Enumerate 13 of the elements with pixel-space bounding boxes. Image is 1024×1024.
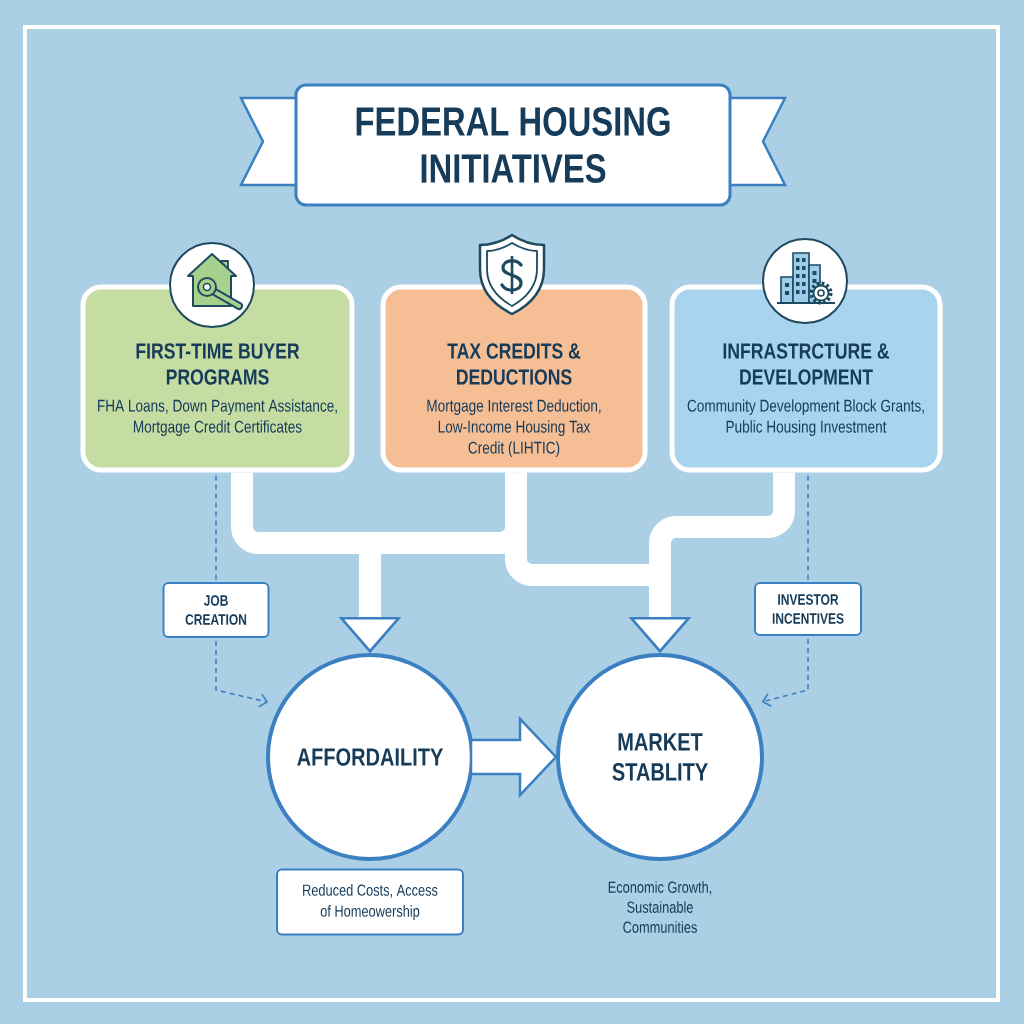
dashed-line xyxy=(215,474,217,581)
block-arrow xyxy=(469,715,558,799)
program-card: INFRASTRCTURE & DEVELOPMENT Community Development Block Grants, Public Housing Investment xyxy=(669,284,943,473)
note-box: Reduced Costs, Access of Homeowership xyxy=(276,868,464,936)
label-box: INVESTOR INCENTIVES xyxy=(754,582,862,636)
dashed-arrow xyxy=(215,640,269,708)
caption-text: Economic Growth, Sustainable Communities xyxy=(608,881,712,933)
dashed-arrow xyxy=(761,638,809,708)
title-banner: FEDERAL HOUSING INITIATIVES xyxy=(238,83,788,207)
label-box: JOB CREATION xyxy=(162,582,270,638)
program-card: FIRST-TIME BUYER PROGRAMS FHA Loans, Down Payment Assistance, Mortgage Credit Certificates xyxy=(80,284,355,473)
program-card: TAX CREDITS & DEDUCTIONS Mortgage Interest Deduction, Low-Income Housing Tax Credit (LIHTIC) xyxy=(380,284,648,473)
dashed-line xyxy=(807,474,809,581)
